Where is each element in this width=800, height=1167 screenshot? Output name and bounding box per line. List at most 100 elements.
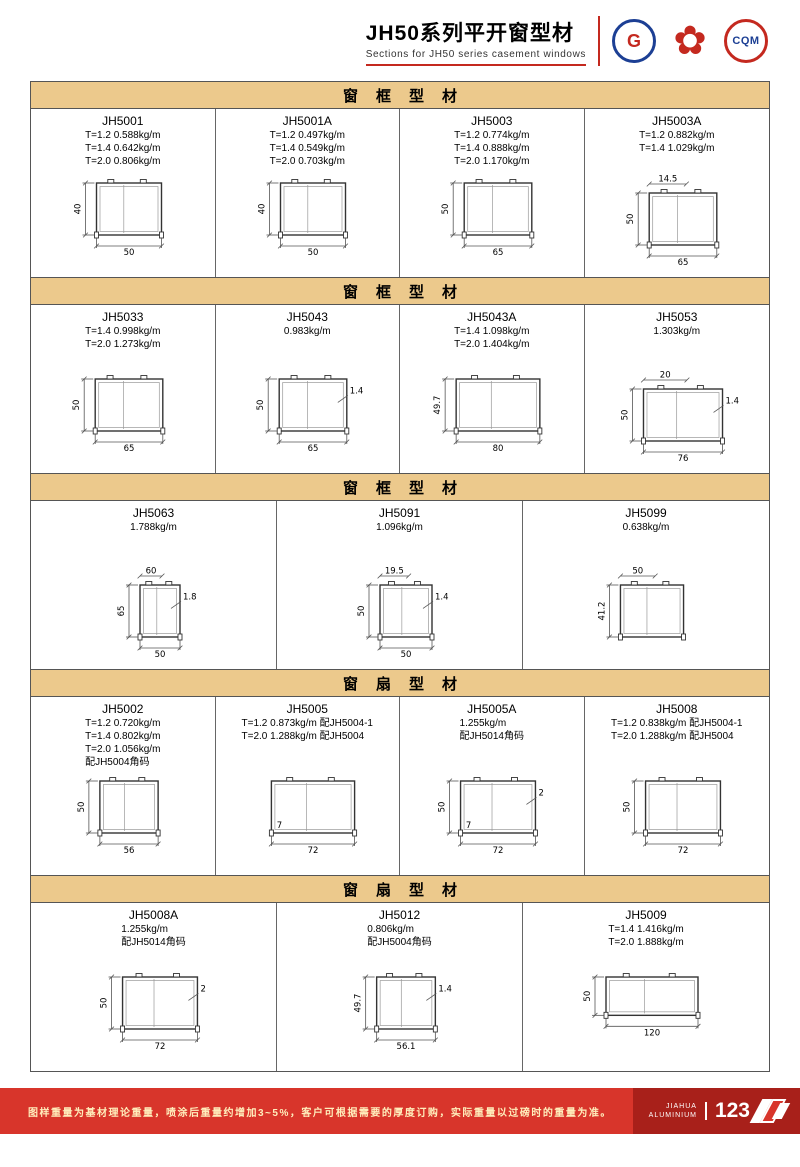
model-number: JH5008A	[128, 908, 179, 922]
dimension-label: 72	[492, 846, 503, 856]
cqm-cert-badge-icon: CQM	[724, 19, 768, 63]
spec-list: 1.096kg/m	[376, 521, 423, 534]
spec-line: 配JH5014角码	[121, 937, 186, 948]
spec-line: T=2.0 1.056kg/m	[85, 744, 161, 755]
footer-note: 图样重量为基材理论重量，喷涂后重量约增加3~5%，客户可根据需要的厚度订购，实际…	[28, 1107, 612, 1119]
spec-line: T=1.2 0.838kg/m 配JH5004-1	[611, 718, 743, 729]
dimension-label: 50	[441, 204, 451, 215]
model-number: JH5063	[132, 506, 175, 520]
page-footer: 图样重量为基材理论重量，喷涂后重量约增加3~5%，客户可根据需要的厚度订购，实际…	[0, 1088, 800, 1134]
footer-brand-block: JIAHUA ALUMINIUM 123	[632, 1088, 800, 1134]
gt-badge-label: G	[626, 30, 641, 51]
red-divider	[598, 16, 600, 66]
dimension-label: 65	[677, 258, 688, 268]
dimension-label: 50	[626, 214, 636, 225]
section-band: 窗框型材	[31, 82, 769, 109]
dimension-label: 76	[677, 454, 688, 464]
dimension-label: 65	[492, 248, 503, 258]
spec-line: T=1.4 1.098kg/m	[454, 326, 530, 337]
dimension-label: 65	[123, 444, 134, 454]
dimension-label: 20	[660, 371, 671, 381]
profile-cross-section-drawing: 49.756.11.4	[353, 973, 451, 1052]
spec-list: 1.788kg/m	[130, 521, 177, 534]
dimension-label: 80	[492, 444, 503, 454]
model-number: JH5003	[471, 114, 513, 128]
dimension-label: 50	[99, 998, 109, 1009]
spec-line: T=1.2 0.873kg/m 配JH5004-1	[241, 718, 373, 729]
spec-line: 1.303kg/m	[653, 326, 701, 337]
model-number: JH5005A	[467, 702, 517, 716]
dimension-label: 40	[73, 204, 83, 215]
dimension-label: 2	[200, 984, 205, 994]
dimension-label: 1.4	[435, 592, 449, 602]
profile-cross-section-drawing: 50 56	[77, 777, 161, 856]
dimension-label: 14.5	[658, 175, 677, 185]
brand-logo-icon	[749, 1099, 791, 1123]
title-block: JH50系列平开窗型材 Sections for JH50 series cas…	[365, 17, 586, 66]
model-number: JH5053	[656, 310, 698, 324]
dimension-label: 50	[72, 400, 82, 411]
dimension-label: 50	[400, 650, 411, 660]
spec-line: 1.096kg/m	[376, 522, 423, 533]
profile-cross-section-drawing: 50 76 20 1.4	[620, 371, 739, 465]
dimension-label: 50	[308, 248, 319, 258]
gt-cert-badge-icon: G	[612, 19, 656, 63]
profile-cell: JH5053 1.303kg/m 50 76 20 1.4	[585, 305, 770, 473]
dimension-label: 56	[123, 846, 134, 856]
section-title: 窗扇型材	[342, 675, 475, 693]
dimension-label: 50	[77, 802, 87, 813]
spec-line: T=2.0 1.404kg/m	[454, 339, 530, 350]
dimension-label: 50	[632, 567, 643, 577]
dimension-label: 60	[145, 567, 156, 577]
dimension-label: 50	[256, 400, 266, 411]
dimension-label: 2	[538, 788, 543, 798]
spec-line: T=2.0 1.273kg/m	[85, 339, 161, 350]
model-number: JH5008	[656, 702, 698, 716]
dimension-label: 50	[357, 606, 367, 617]
spec-line: T=1.4 0.802kg/m	[85, 731, 161, 742]
profile-cross-section-drawing: 50 65	[72, 375, 166, 454]
dimension-label: 50	[620, 410, 630, 421]
spec-line: 0.638kg/m	[622, 522, 670, 533]
dimension-label: 1.4	[725, 396, 739, 406]
section-title: 窗框型材	[342, 283, 475, 301]
spec-line: T=1.4 0.998kg/m	[85, 326, 161, 337]
model-number: JH5005	[286, 702, 328, 716]
model-number: JH5091	[378, 506, 421, 520]
dimension-label: 50	[154, 650, 165, 660]
spec-line: T=1.2 0.774kg/m	[454, 130, 530, 141]
spec-line: T=1.4 1.029kg/m	[639, 143, 715, 154]
dimension-label: 120	[644, 1028, 660, 1038]
profile-cross-section-drawing: 50 65 14.5	[626, 175, 720, 268]
spec-line: T=1.4 0.549kg/m	[269, 143, 345, 154]
